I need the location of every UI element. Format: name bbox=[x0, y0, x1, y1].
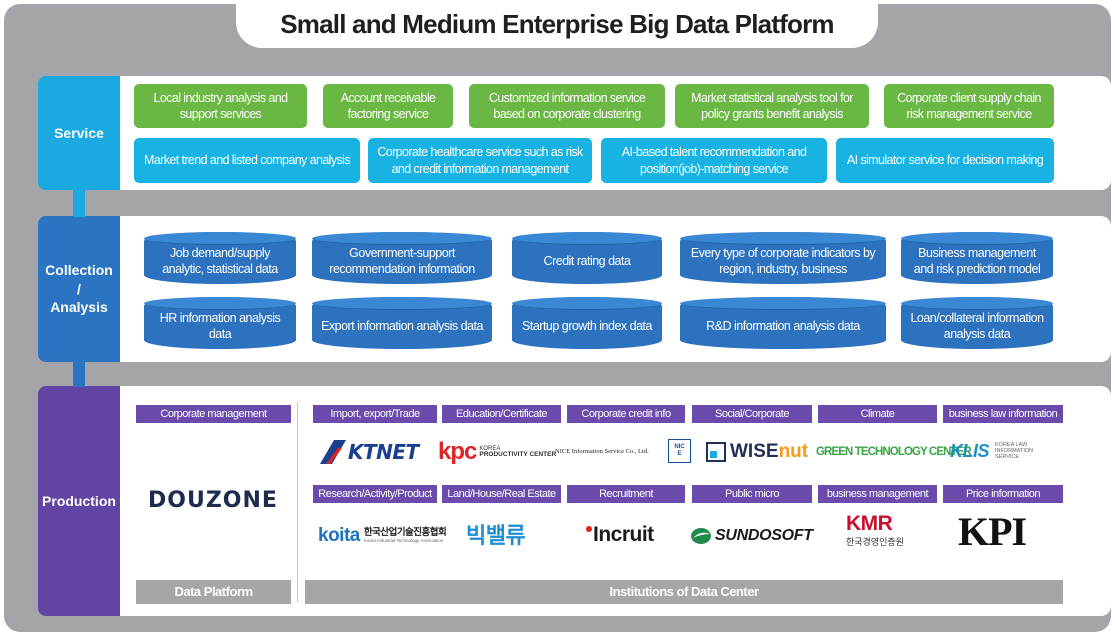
service-label: Service bbox=[54, 124, 104, 141]
service-box: Market trend and listed company analysis bbox=[134, 138, 360, 183]
divider bbox=[297, 402, 298, 602]
data-cylinder-label: Export information analysis data bbox=[321, 318, 483, 333]
ktnet-text: KTNET bbox=[348, 440, 419, 464]
gtc-logo: GREEN TECHNOLOGY CENTER bbox=[816, 441, 972, 463]
category-tag: business law information bbox=[943, 405, 1063, 423]
douzone-text: DOUZONE bbox=[148, 487, 278, 513]
arrow-up-2-stem bbox=[73, 362, 85, 387]
bigvalue-text: 빅밸류 bbox=[466, 524, 526, 549]
data-cylinder-label: Business management and risk prediction … bbox=[913, 245, 1041, 276]
kmr-text: KMR bbox=[846, 512, 893, 535]
data-cylinder: HR information analysis data bbox=[144, 297, 296, 349]
collection-label: Collection bbox=[45, 261, 113, 278]
data-cylinder: Every type of corporate indicators by re… bbox=[680, 232, 886, 284]
data-cylinder: Startup growth index data bbox=[512, 297, 662, 349]
bigvalue-logo: 빅밸류 bbox=[466, 517, 526, 551]
collection-slash: / bbox=[77, 280, 81, 297]
sundosoft-logo: SUNDOSOFT bbox=[690, 522, 813, 550]
data-cylinder-label: R&D information analysis data bbox=[706, 318, 860, 333]
layer-label-collection: Collection / Analysis bbox=[38, 216, 120, 362]
data-cylinder-label: Startup growth index data bbox=[522, 318, 652, 333]
category-tag: Social/Corporate bbox=[692, 405, 812, 423]
service-box: Customized information service based on … bbox=[469, 84, 665, 128]
data-cylinder: Government-support recommendation inform… bbox=[312, 232, 492, 284]
category-tag: Public micro bbox=[692, 485, 812, 503]
data-cylinder: R&D information analysis data bbox=[680, 297, 886, 349]
service-box: Corporate client supply chain risk manag… bbox=[884, 84, 1054, 128]
service-box: AI-based talent recommendation and posit… bbox=[601, 138, 827, 183]
category-tag: Research/Activity/Product bbox=[313, 485, 437, 503]
nice-mark-icon: NICE bbox=[668, 439, 691, 463]
ktnet-logo: KTNET bbox=[318, 432, 419, 472]
kpc-sub-2: PRODUCTIVITY CENTER bbox=[479, 450, 557, 458]
kpi-text: KPI bbox=[958, 509, 1027, 554]
sundosoft-text: SUNDOSOFT bbox=[715, 527, 813, 544]
arrow-up-1-stem bbox=[73, 189, 85, 217]
data-cylinder: Loan/collateral information analysis dat… bbox=[901, 297, 1053, 349]
incruit-text: Incruit bbox=[593, 523, 654, 546]
koita-en: Korea Industrial Technology Association bbox=[363, 537, 444, 543]
kpc-logo: kpc KOREA PRODUCTIVITY CENTER bbox=[438, 436, 556, 468]
koita-text: koita bbox=[318, 525, 360, 546]
service-box: AI simulator service for decision making bbox=[836, 138, 1054, 183]
data-cylinder-label: Government-support recommendation inform… bbox=[329, 245, 475, 276]
arrow-up-icon bbox=[64, 344, 94, 362]
douzone-logo: DOUZONE bbox=[140, 484, 286, 516]
wisenut-logo: WISE nut bbox=[706, 438, 808, 466]
data-cylinder: Credit rating data bbox=[512, 232, 662, 284]
data-cylinder-label: Loan/collateral information analysis dat… bbox=[910, 310, 1044, 341]
koita-logo: koita 한국산업기술진흥협회 Korea Industrial Techno… bbox=[318, 520, 447, 552]
category-tag: Import, export/Trade bbox=[313, 405, 437, 423]
arrow-up-icon bbox=[64, 171, 94, 189]
category-tag: Corporate credit info bbox=[567, 405, 685, 423]
incruit-logo: Incruit bbox=[586, 519, 654, 551]
klis-logo: KLIS KOREA LAW INFORMATION SERVICE bbox=[950, 436, 1049, 466]
page-title: Small and Medium Enterprise Big Data Pla… bbox=[280, 9, 834, 39]
kmr-logo: KMR 한국경영인증원 bbox=[846, 512, 904, 554]
category-tag: Education/Certificate bbox=[442, 405, 561, 423]
ktnet-mark-icon bbox=[320, 440, 346, 464]
category-tag: Land/House/Real Estate bbox=[442, 485, 561, 503]
category-tag-corporate-management: Corporate management bbox=[136, 405, 291, 423]
institutions-bar: Institutions of Data Center bbox=[305, 580, 1063, 604]
nice-text: NICE Information Service Co., Ltd. bbox=[555, 447, 649, 455]
kpc-sub-1: KOREA bbox=[479, 445, 501, 452]
analysis-label: Analysis bbox=[50, 299, 108, 316]
sundosoft-swoosh-icon bbox=[691, 528, 711, 544]
category-tag: Recruitment bbox=[567, 485, 685, 503]
data-cylinder-label: Every type of corporate indicators by re… bbox=[690, 245, 876, 276]
kpc-text: kpc bbox=[438, 438, 477, 465]
koita-subtext: 한국산업기술진흥협회 Korea Industrial Technology A… bbox=[363, 527, 447, 543]
category-tag: Price information bbox=[943, 485, 1063, 503]
data-cylinder-label: Job demand/supply analytic, statistical … bbox=[162, 245, 278, 276]
category-tag: Climate bbox=[818, 405, 937, 423]
kmr-kr: 한국경영인증원 bbox=[846, 537, 904, 547]
wisenut-box-icon bbox=[706, 442, 726, 462]
kpc-subtext: KOREA PRODUCTIVITY CENTER bbox=[479, 446, 556, 459]
gtc-text: GREEN TECHNOLOGY CENTER bbox=[816, 446, 972, 458]
service-box: Account receivable factoring service bbox=[323, 84, 453, 128]
data-cylinder-label: HR information analysis data bbox=[159, 310, 281, 341]
klis-text: KLIS bbox=[950, 440, 990, 461]
data-cylinder: Job demand/supply analytic, statistical … bbox=[144, 232, 296, 284]
wisenut-text-b: nut bbox=[778, 441, 809, 462]
wisenut-text-a: WISE bbox=[730, 441, 779, 462]
koita-kr: 한국산업기술진흥협회 bbox=[363, 527, 447, 539]
nice-logo: NICE Information Service Co., Ltd. bbox=[555, 441, 649, 461]
data-cylinder: Export information analysis data bbox=[312, 297, 492, 349]
title-tab bbox=[236, 4, 878, 48]
klis-subtext: KOREA LAW INFORMATION SERVICE bbox=[995, 441, 1034, 461]
data-cylinder-label: Credit rating data bbox=[543, 253, 631, 268]
production-label: Production bbox=[42, 492, 116, 509]
nice-mark-text: NICE bbox=[674, 444, 685, 457]
incruit-dot-icon bbox=[586, 526, 592, 532]
service-box: Local industry analysis and support serv… bbox=[134, 84, 307, 128]
layer-label-production: Production bbox=[38, 386, 120, 616]
service-box: Market statistical analysis tool for pol… bbox=[675, 84, 869, 128]
service-box: Corporate healthcare service such as ris… bbox=[368, 138, 592, 183]
data-cylinder: Business management and risk prediction … bbox=[901, 232, 1053, 284]
category-tag: business management bbox=[818, 485, 937, 503]
data-platform-bar: Data Platform bbox=[136, 580, 291, 604]
kpi-logo: KPI bbox=[958, 509, 1027, 554]
